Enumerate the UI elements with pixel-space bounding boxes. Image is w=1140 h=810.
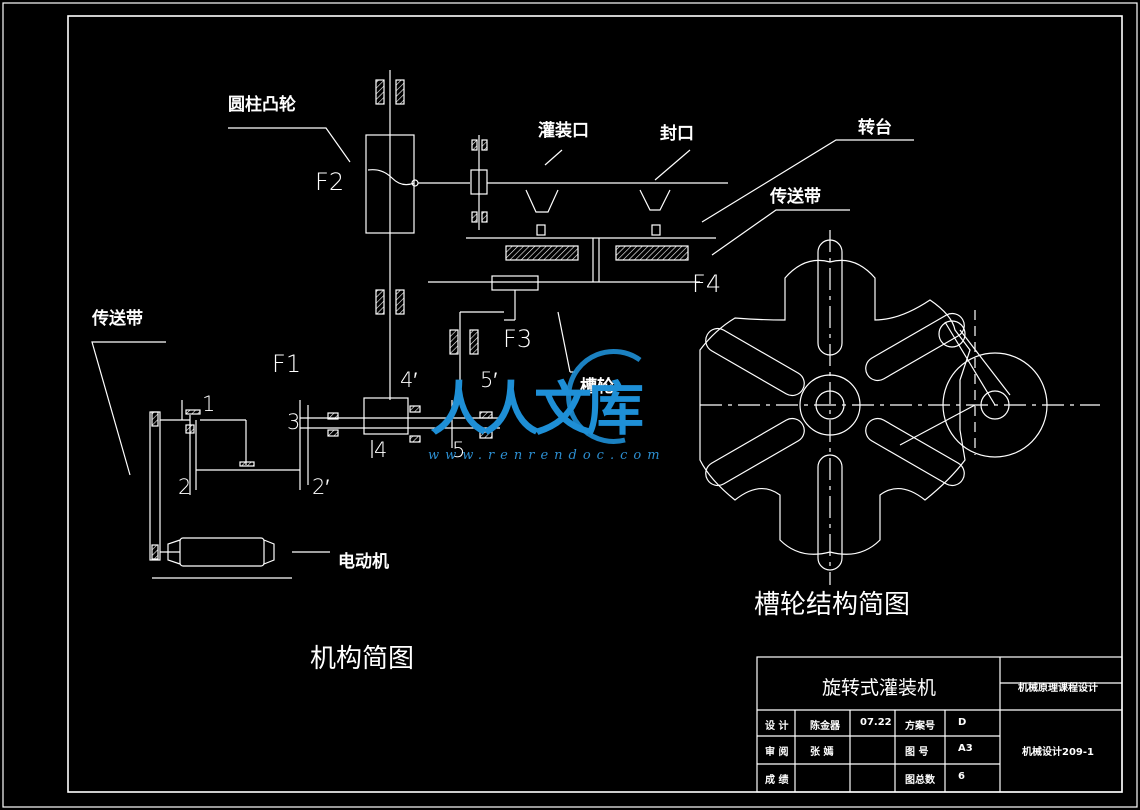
title-block-grid — [756, 656, 1123, 793]
gear-label-4: 4 — [374, 438, 388, 462]
filling-nozzle — [525, 149, 563, 236]
reviewer-name: 张 嫣 — [810, 747, 834, 758]
pusher-assembly — [470, 135, 728, 230]
sealing-leader — [654, 149, 691, 181]
turntable — [466, 139, 914, 282]
force-F3: F3 — [503, 325, 533, 353]
designer-label: 设 计 — [765, 721, 789, 732]
mechanism-title: 机构简图 — [310, 644, 415, 674]
geneva-partial-label: 槽轮 — [580, 377, 614, 397]
cam-leader — [228, 127, 351, 163]
total-sheets-label: 图总数 — [905, 775, 935, 786]
gear-train — [181, 397, 500, 495]
electric-motor — [167, 537, 330, 567]
scheme-value: D — [958, 717, 967, 728]
motor-label: 电动机 — [338, 552, 389, 572]
watermark-ring — [566, 348, 642, 444]
cylindrical-cam — [365, 134, 415, 234]
watermark-logo-text: 人人文库 — [430, 375, 644, 443]
force-F1: F1 — [272, 350, 302, 378]
gear-label-5p: 5′ — [480, 368, 498, 392]
geneva-title: 槽轮结构简图 — [754, 590, 911, 620]
drawing-number: 机械设计209-1 — [1022, 747, 1094, 758]
force-F2: F2 — [315, 168, 345, 196]
conveyor-label-left: 传送带 — [92, 309, 143, 329]
design-date: 07.22 — [860, 717, 892, 728]
drawing-no-label: 图 号 — [905, 747, 929, 758]
gear-label-5: 5 — [452, 438, 466, 462]
gear-label-1: 1 — [202, 392, 216, 416]
gear-label-2: 2 — [178, 475, 192, 499]
cam-label: 圆柱凸轮 — [228, 95, 296, 115]
inner-border — [67, 15, 1123, 793]
sealing-label: 封口 — [660, 124, 694, 144]
watermark-url: www.renrendoc.com — [428, 448, 666, 463]
geneva-wheel — [699, 230, 1100, 585]
cam-shaft — [365, 70, 470, 400]
turntable-label: 转台 — [858, 118, 892, 138]
gear-label-4p: 4′ — [400, 368, 418, 392]
turntable-leader — [701, 139, 914, 223]
conveyor-label-right: 传送带 — [770, 187, 821, 207]
gear-label-3: 3 — [287, 410, 301, 434]
filling-leader — [544, 149, 563, 166]
force-F4: F4 — [692, 270, 722, 298]
grade-label: 成 绩 — [765, 775, 789, 786]
conveyor-leader-left — [91, 341, 166, 476]
filling-label: 灌装口 — [538, 121, 589, 141]
gear-label-2p: 2′ — [312, 475, 330, 499]
total-sheets-value: 6 — [958, 771, 965, 782]
scheme-label: 方案号 — [905, 721, 935, 732]
course-name: 机械原理课程设计 — [1018, 683, 1098, 694]
conveyor-leader-right — [711, 209, 850, 256]
reviewer-label: 审 阅 — [765, 747, 789, 758]
sealing-nozzle — [639, 149, 691, 236]
belt-drive — [149, 411, 292, 579]
drawing-no-value: A3 — [958, 743, 973, 754]
geneva-drive-shaft — [428, 275, 700, 400]
drawing-name: 旋转式灌装机 — [822, 677, 937, 699]
designer-name: 陈金器 — [810, 721, 840, 732]
